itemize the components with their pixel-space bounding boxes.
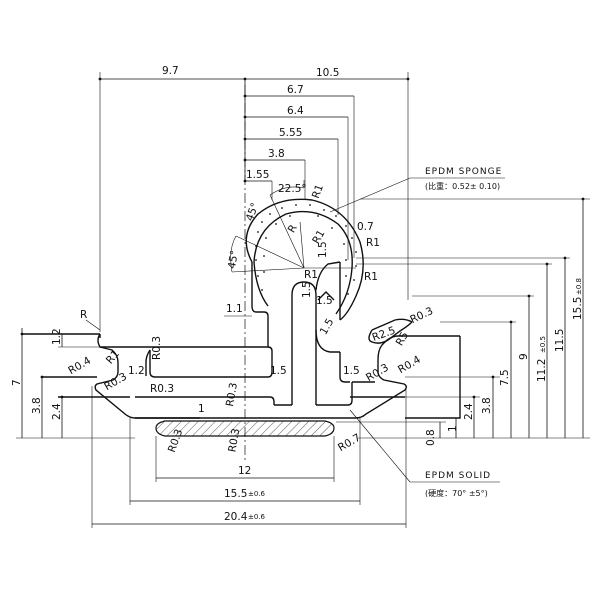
dim-1-bottom: 1 xyxy=(198,403,205,415)
dim-0-8: 0.8 xyxy=(425,429,437,446)
dim-1-5-c: 1.5 xyxy=(316,295,333,307)
dim-3-8-right: 3.8 xyxy=(481,397,493,414)
dim-15-5: 15.5 xyxy=(224,488,247,500)
dim-7-5: 7.5 xyxy=(499,369,511,386)
dim-0-7: 0.7 xyxy=(357,221,374,233)
bulb-construction xyxy=(230,180,356,273)
angle-45-side: 45° xyxy=(226,249,241,269)
bulb-r1-e: R1 xyxy=(364,271,378,283)
dim-10-5: 10.5 xyxy=(316,67,339,79)
bulb-r1-a: R1 xyxy=(310,183,326,200)
bulb-r1-d: R1 xyxy=(304,269,318,281)
r-left-r1: R1 xyxy=(104,348,122,366)
dim-11-2-tol: ±0.5 xyxy=(539,336,547,353)
dim-11-2: 11.2 xyxy=(536,359,548,382)
dim-6-7: 6.7 xyxy=(287,84,304,96)
dim-1-5-d: 1.5 xyxy=(318,316,337,336)
r-left-top: R xyxy=(80,309,87,321)
solid-note: EPDM SOLID (硬度：70° ±5°) xyxy=(349,409,500,498)
dim-9-7: 9.7 xyxy=(162,65,179,77)
dim-1-5-f: 1.5 xyxy=(343,365,360,377)
dim-5-55: 5.55 xyxy=(279,127,302,139)
angle-45-top: 45° xyxy=(244,201,262,223)
right-dimensions xyxy=(336,198,590,439)
dim-1-right: 1 xyxy=(447,425,459,432)
svg-text:EPDM SOLID: EPDM SOLID xyxy=(425,471,491,481)
dim-1-5-e: 1.5 xyxy=(270,365,287,377)
solid-pad xyxy=(155,420,335,437)
r-bottom-r0-3-b: R0.3 xyxy=(226,427,242,453)
dim-15-5-right-tol: ±0.8 xyxy=(575,278,583,295)
dim-1-5-a: 1.5 xyxy=(317,241,329,258)
left-dimensions xyxy=(16,328,135,439)
dim-20-4-tol: ±0.6 xyxy=(248,513,266,521)
sponge-note: EPDM SPONGE (比重：0.52± 0.10) xyxy=(329,167,505,213)
angle-22-5: 22.5° xyxy=(278,183,307,195)
r-right-r0-4: R0.4 xyxy=(396,354,423,377)
r-center-r0-3: R0.3 xyxy=(224,382,240,408)
dim-1-5-b: 1.5 xyxy=(301,281,313,298)
top-dimensions xyxy=(99,72,409,332)
dim-7: 7 xyxy=(11,379,23,386)
dim-3-8-left: 3.8 xyxy=(31,397,43,414)
bottom-dimensions xyxy=(91,386,407,528)
r-right-r0-3-top: R0.3 xyxy=(408,305,435,326)
svg-text:(比重：0.52± 0.10): (比重：0.52± 0.10) xyxy=(425,181,500,191)
dim-1-2-top: 1.2 xyxy=(51,328,63,345)
arrow-ticks xyxy=(20,77,585,399)
dim-11-5: 11.5 xyxy=(554,329,566,352)
r-bottom-r0-7: R0.7 xyxy=(336,432,363,454)
sponge-bulb xyxy=(245,198,364,321)
dim-2-4-right: 2.4 xyxy=(463,403,475,420)
r-r5: R5 xyxy=(394,330,411,348)
dim-9: 9 xyxy=(518,353,530,360)
dim-1-55: 1.55 xyxy=(246,169,269,181)
dim-12: 12 xyxy=(238,465,251,477)
dim-15-5-tol: ±0.6 xyxy=(248,490,266,498)
dim-1-2-mid: 1.2 xyxy=(128,365,145,377)
r-left-r0-4: R0.4 xyxy=(66,355,93,378)
dim-15-5-right: 15.5 xyxy=(572,297,584,320)
bulb-r1-c: R1 xyxy=(366,237,380,249)
seal-profile xyxy=(22,262,461,419)
r-left-r0-3-c: R0.3 xyxy=(150,383,174,395)
dim-6-4: 6.4 xyxy=(287,105,304,117)
dim-20-4: 20.4 xyxy=(224,511,248,523)
dim-3-8: 3.8 xyxy=(268,148,285,160)
r-left-r0-3-b: R0.3 xyxy=(151,336,163,360)
svg-text:EPDM SPONGE: EPDM SPONGE xyxy=(425,167,502,177)
dim-2-4-left: 2.4 xyxy=(51,403,63,420)
dim-1-1: 1.1 xyxy=(226,303,243,315)
svg-text:(硬度：70° ±5°): (硬度：70° ±5°) xyxy=(425,488,488,498)
r-left-r0-3-a: R0.3 xyxy=(102,371,129,393)
